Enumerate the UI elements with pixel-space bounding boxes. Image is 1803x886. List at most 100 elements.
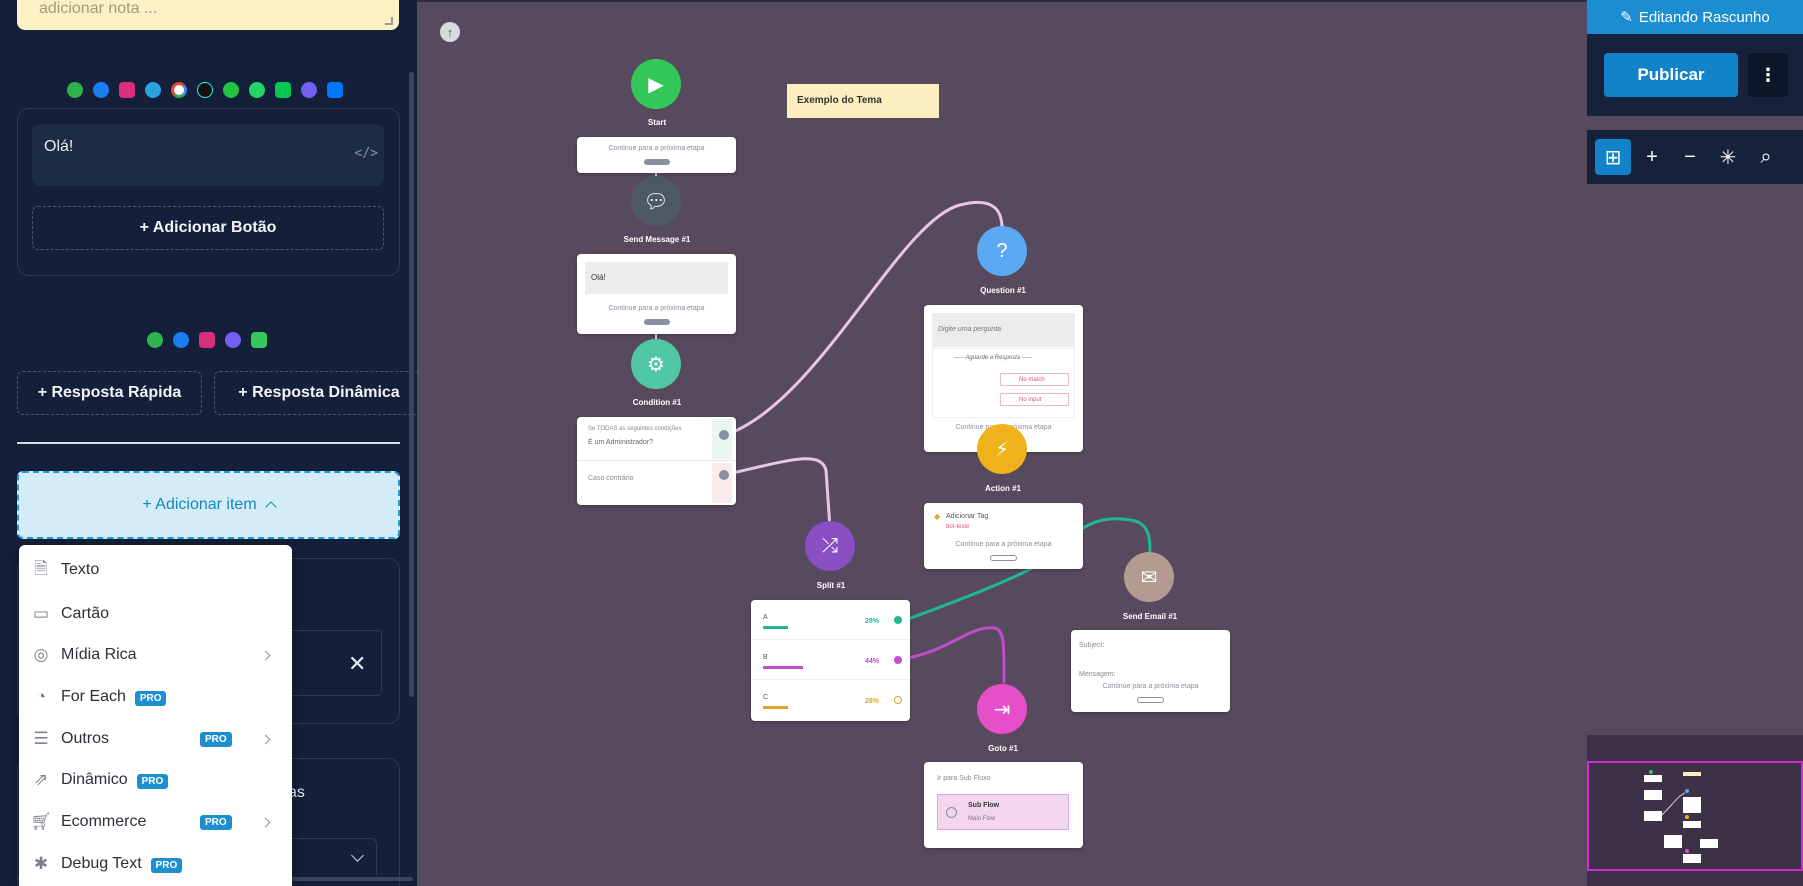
question-label: Question #1	[980, 286, 1026, 295]
telegram-icon	[142, 79, 164, 101]
vk-icon	[324, 79, 346, 101]
split-row-handle[interactable]	[894, 696, 902, 704]
output-handle[interactable]	[990, 555, 1017, 561]
edit-icon: ✎	[1620, 9, 1633, 26]
send-email-card[interactable]: Subject: Mensagem: Continue para a próxi…	[1071, 630, 1230, 712]
menu-item-texto[interactable]: 🗎 Texto	[19, 551, 292, 589]
goto-label: Goto #1	[988, 744, 1018, 753]
zoom-in-icon[interactable]: +	[1646, 145, 1658, 168]
dynamic-reply-button[interactable]: + Resposta Dinâmica	[214, 371, 417, 415]
output-handle[interactable]	[1137, 697, 1164, 703]
edge-split-goto	[907, 626, 1006, 684]
tag-icon: ◆	[934, 512, 941, 521]
condition-icon[interactable]: ⚙︎	[631, 339, 681, 389]
pro-badge: PRO	[200, 731, 232, 747]
action-label: Action #1	[984, 484, 1021, 493]
folder-plus-icon[interactable]: ⊞	[1595, 139, 1631, 175]
split-row-handle[interactable]	[894, 656, 902, 664]
minimap-viewport[interactable]	[1587, 761, 1803, 871]
split-row-name: B	[763, 654, 768, 661]
card-icon: ▭	[32, 604, 50, 623]
channel-icons-bottom	[144, 329, 270, 351]
add-item-button[interactable]: + Adicionar item	[17, 471, 400, 539]
split-row-percent: 44%	[865, 658, 880, 665]
split-row[interactable]: B 44%	[751, 640, 910, 680]
more-options-icon[interactable]: ⋮	[1748, 53, 1788, 97]
false-handle[interactable]	[719, 470, 729, 480]
start-node-icon[interactable]: ▶	[631, 59, 681, 109]
sub-flow-link[interactable]: Sub Flow Main Flow	[937, 794, 1069, 830]
pro-badge: PRO	[136, 774, 169, 789]
code-icon[interactable]: </>	[354, 146, 378, 161]
vertical-scrollbar[interactable]	[409, 72, 414, 697]
wechat-icon	[144, 329, 166, 351]
question-icon[interactable]: ?	[977, 226, 1027, 276]
goto-card[interactable]: Ir para Sub Fluxo Sub Flow Main Flow	[924, 762, 1083, 848]
menu-item-outros[interactable]: ☰ Outros PRO	[19, 720, 292, 758]
shuffle-icon[interactable]: ⤮	[805, 521, 855, 571]
edge-condition-question	[727, 200, 1004, 436]
close-icon[interactable]: ✕	[348, 651, 367, 676]
split-row-bar	[763, 666, 803, 669]
action-card[interactable]: ◆ Adicionar Tag bot-teste Continue para …	[924, 503, 1083, 569]
start-node-label: Start	[647, 118, 667, 127]
true-handle[interactable]	[719, 430, 729, 440]
split-row-percent: 28%	[865, 618, 880, 625]
output-handle[interactable]	[644, 159, 670, 165]
external-icon: ⇗	[33, 770, 49, 789]
condition-card[interactable]: Se TODAS as seguintes condições É um Adm…	[577, 417, 736, 505]
pro-badge: PRO	[134, 691, 167, 706]
whatsapp-icon	[246, 79, 268, 101]
wechat-green-icon	[220, 79, 242, 101]
minimap-nodes	[1644, 770, 1718, 863]
message-text-input[interactable]: Olá! </>	[32, 124, 384, 186]
chat-bubble-icon[interactable]: 💬︎	[631, 176, 681, 226]
menu-item-cartao[interactable]: ▭ Cartão	[32, 604, 110, 623]
add-item-menu: 🗎 Texto ▭ Cartão ◎ Mídia Rica ◔ For Each…	[19, 545, 292, 886]
messenger-icon	[90, 79, 112, 101]
start-node-card[interactable]: Continue para a próxima etapa	[577, 137, 736, 173]
theme-note[interactable]: Exemplo do Tema	[787, 84, 939, 118]
lightning-icon[interactable]: ⚡︎	[977, 424, 1027, 474]
editing-draft-badge: ✎ Editando Rascunho	[1587, 0, 1803, 34]
send-message-card[interactable]: Olá! Continue para a próxima etapa	[577, 254, 736, 334]
no-input-output[interactable]: No input	[1000, 393, 1069, 406]
panel-text: as	[288, 784, 305, 801]
tiktok-icon	[194, 79, 216, 101]
send-message-label: Send Message #1	[623, 235, 691, 244]
arrow-up-icon[interactable]: ↑	[440, 22, 460, 42]
line-icon	[272, 79, 294, 101]
split-row-name: C	[763, 694, 769, 701]
messenger-icon	[170, 329, 192, 351]
note-input[interactable]: adicionar nota ...	[17, 0, 399, 30]
zoom-out-icon[interactable]: −	[1684, 145, 1696, 168]
flow-icon	[946, 807, 957, 818]
resize-grip-icon[interactable]	[385, 17, 393, 25]
imessage-icon	[248, 329, 270, 351]
quick-reply-button[interactable]: + Resposta Rápida	[17, 371, 202, 415]
menu-item-ecommerce[interactable]: 🛒︎ Ecommerce PRO	[19, 803, 292, 841]
goto-icon[interactable]: ⇥	[977, 684, 1027, 734]
no-match-output[interactable]: No match	[1000, 373, 1069, 386]
output-handle[interactable]	[644, 319, 670, 325]
wechat-icon	[64, 79, 86, 101]
search-icon[interactable]: ⌕	[1760, 145, 1772, 168]
menu-item-for-each[interactable]: ◔ For Each PRO	[19, 678, 292, 716]
auto-layout-icon[interactable]: ✳︎	[1719, 146, 1737, 169]
viber-icon	[222, 329, 244, 351]
divider	[17, 442, 400, 444]
publish-button[interactable]: Publicar	[1604, 53, 1738, 97]
split-row-handle[interactable]	[894, 616, 902, 624]
minimap[interactable]	[1587, 735, 1803, 886]
envelope-icon[interactable]: ✉︎	[1124, 552, 1174, 602]
menu-item-dinamico[interactable]: ⇗ Dinâmico PRO	[19, 761, 292, 799]
image-icon: ◎	[33, 645, 49, 664]
menu-item-midia-rica[interactable]: ◎ Mídia Rica	[19, 636, 292, 674]
question-card[interactable]: Digite uma pergunta ----- Aguarde a Resp…	[924, 305, 1083, 452]
bug-icon: ✱	[33, 854, 49, 873]
add-button-button[interactable]: + Adicionar Botão	[32, 206, 384, 250]
menu-item-debug-text[interactable]: ✱ Debug Text PRO	[19, 845, 292, 883]
